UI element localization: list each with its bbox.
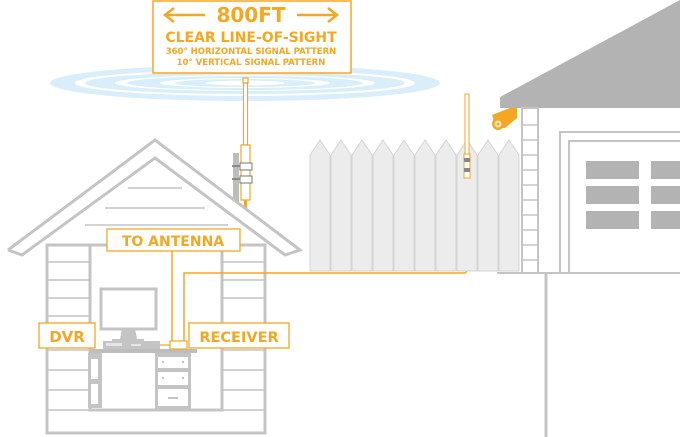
receiver-device [160, 340, 188, 350]
garage [497, 0, 680, 437]
monitor [99, 287, 158, 342]
fence [309, 139, 520, 272]
desk [88, 349, 197, 410]
house [7, 138, 304, 435]
svg-text:TO ANTENNA: TO ANTENNA [122, 234, 224, 250]
vertical-pattern-text: 10° VERTICAL SIGNAL PATTERN [177, 58, 326, 68]
security-camera-icon [492, 108, 517, 130]
headline-text: CLEAR LINE-OF-SIGHT [165, 30, 337, 46]
left-arrowhead-icon [162, 7, 175, 23]
to-antenna-label: TO ANTENNA [106, 228, 241, 252]
fence-antenna [463, 93, 471, 179]
range-callout: 800FT CLEAR LINE-OF-SIGHT 360° HORIZONTA… [152, 0, 352, 74]
svg-text:DVR: DVR [49, 328, 85, 346]
right-arrowhead-icon [327, 7, 340, 23]
dvr-device [103, 341, 160, 349]
horizontal-pattern-text: 360° HORIZONTAL SIGNAL PATTERN [166, 47, 337, 57]
receiver-label: RECEIVER [188, 322, 290, 349]
dvr-label: DVR [38, 322, 96, 349]
range-text: 800FT [216, 3, 285, 27]
svg-text:RECEIVER: RECEIVER [199, 330, 278, 346]
